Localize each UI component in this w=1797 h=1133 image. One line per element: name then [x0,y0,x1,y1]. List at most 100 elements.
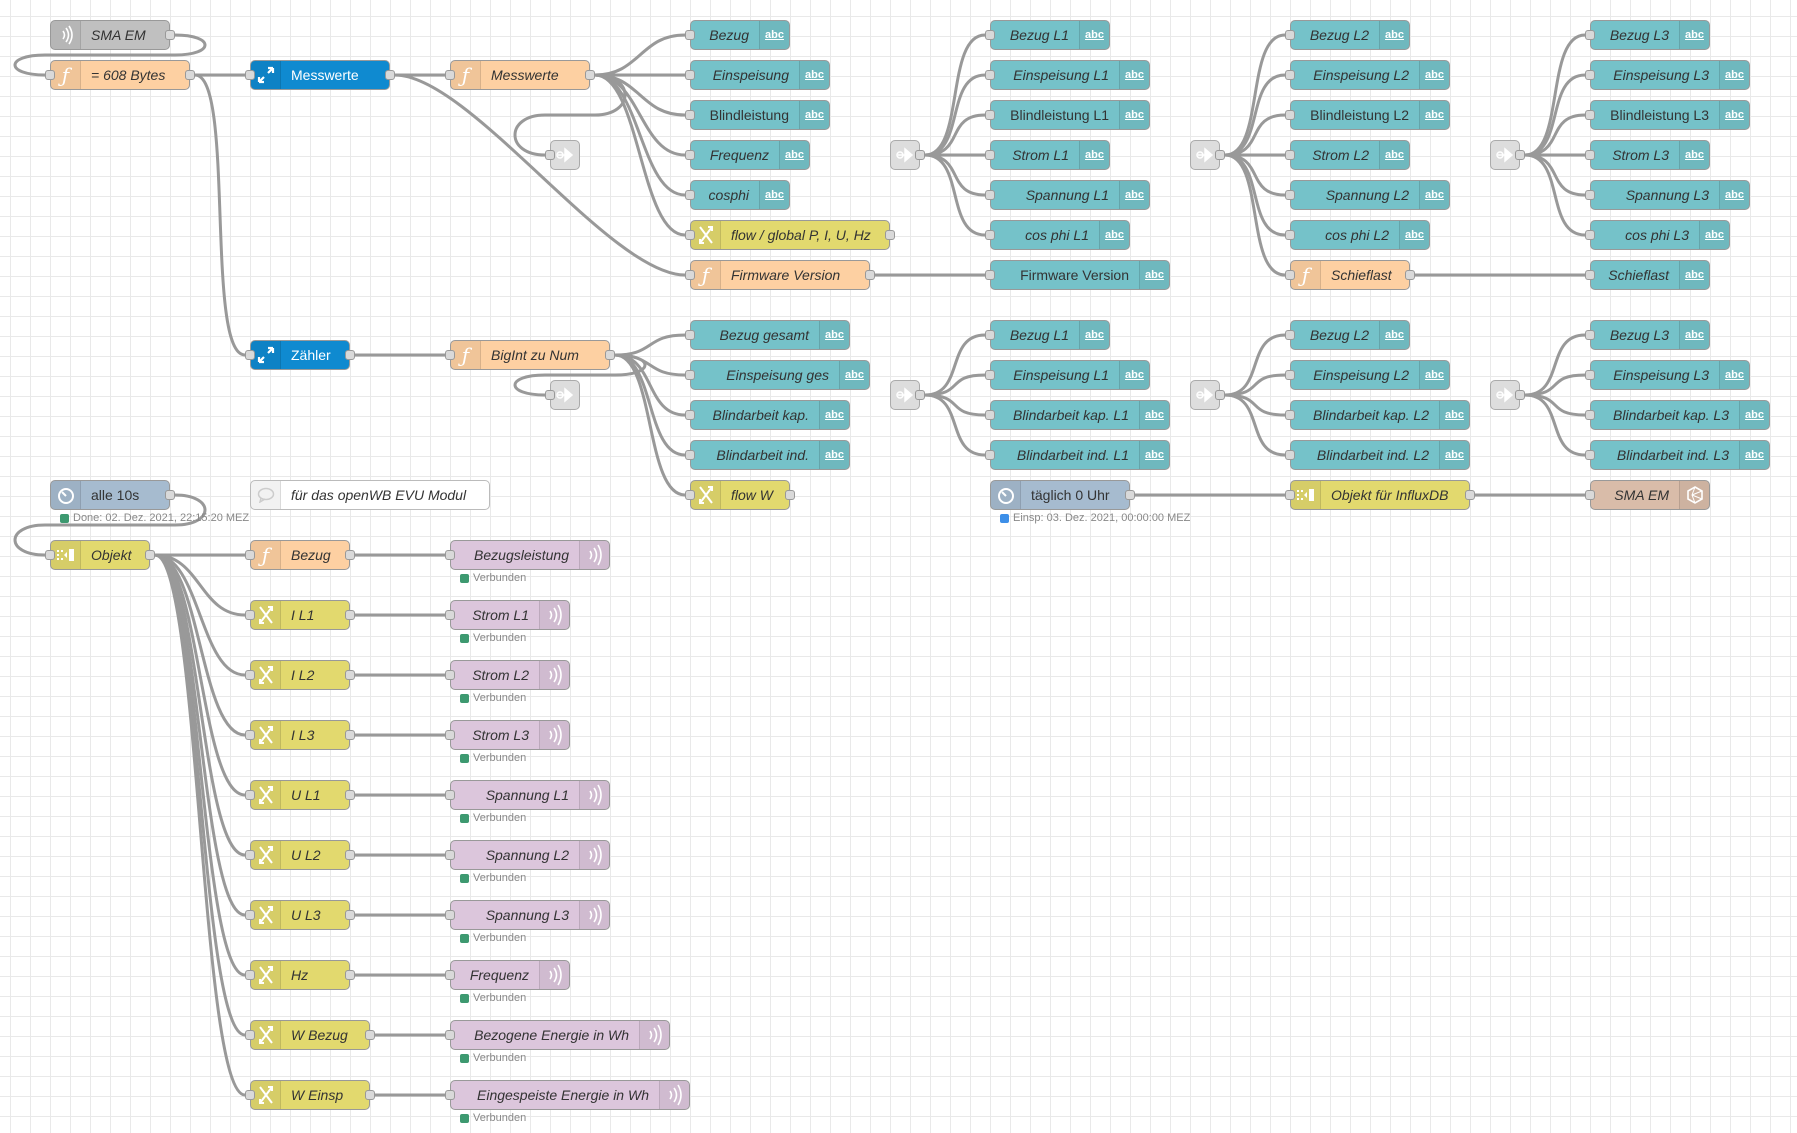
wire-joinObj-chUL3[interactable] [154,553,246,917]
input-port[interactable] [1285,110,1295,120]
output-port[interactable] [385,70,395,80]
node-change-chil3[interactable]: I L3 [245,720,355,750]
input-port[interactable] [685,410,695,420]
input-port[interactable] [245,1090,255,1100]
wire-fnMess-dBlind[interactable] [594,73,686,117]
wire-fnBigInt-dBlKap[interactable] [614,353,686,417]
debug-abc-icon[interactable]: abc [1699,221,1729,249]
debug-abc-icon[interactable]: abc [1719,361,1749,389]
debug-abc-icon[interactable]: abc [1419,61,1449,89]
node-inject-injdaily[interactable]: täglich 0 Uhr [990,480,1135,510]
debug-abc-icon[interactable]: abc [1419,181,1449,209]
wire-joinObj-chIL3[interactable] [154,553,246,737]
debug-abc-icon[interactable]: abc [1379,141,1409,169]
node-link-linkout1[interactable] [545,140,580,170]
debug-abc-icon[interactable]: abc [1139,401,1169,429]
input-port[interactable] [685,70,695,80]
debug-abc-icon[interactable]: abc [1439,401,1469,429]
wire-joinObj-chUL2[interactable] [154,553,246,857]
debug-abc-icon[interactable]: abc [759,181,789,209]
output-port[interactable] [585,70,595,80]
input-port[interactable] [245,730,255,740]
input-port[interactable] [445,790,455,800]
wire-lin5-dZEinL2[interactable] [1224,373,1286,397]
input-port[interactable] [685,490,695,500]
wire-lin1-dBezugL1[interactable] [924,33,986,157]
wire-fnMess-dBezug[interactable] [594,33,686,77]
wire-lin6-dZIndL3[interactable] [1524,393,1586,457]
input-port[interactable] [1585,270,1595,280]
input-port[interactable] [445,850,455,860]
wire-lin1-dEinspL1[interactable] [924,73,986,157]
node-change-chwbez[interactable]: W Bezug [245,1020,375,1050]
wire-lin4-dZKapL1[interactable] [924,393,986,417]
node-link-lin3[interactable] [1490,140,1525,170]
input-port[interactable] [1285,230,1295,240]
node-ws-ospl3[interactable]: Spannung L3 [445,900,610,930]
wire-lin2-dCosL2[interactable] [1224,153,1286,237]
output-port[interactable] [885,230,895,240]
debug-abc-icon[interactable]: abc [1679,261,1709,289]
wire-lin5-dZBezL2[interactable] [1224,333,1286,397]
input-port[interactable] [445,350,455,360]
node-link-lin6[interactable] [1490,380,1525,410]
wire-lin6-dZBezL3[interactable] [1524,333,1586,397]
input-port[interactable] [1585,150,1595,160]
debug-abc-icon[interactable]: abc [1139,441,1169,469]
wire-lin6-dZEinL3[interactable] [1524,373,1586,397]
output-port[interactable] [345,350,355,360]
debug-abc-icon[interactable]: abc [1379,21,1409,49]
output-port[interactable] [345,610,355,620]
wire-pMess-fnFw[interactable] [394,73,686,277]
node-change-chul2[interactable]: U L2 [245,840,355,870]
output-port[interactable] [345,790,355,800]
debug-abc-icon[interactable]: abc [819,321,849,349]
input-port[interactable] [1285,450,1295,460]
wire-joinObj-chWEin[interactable] [154,553,246,1097]
node-ws-owein[interactable]: Eingespeiste Energie in Wh [445,1080,690,1110]
input-port[interactable] [985,270,995,280]
node-parser-pzaehler[interactable]: Zähler [245,340,355,370]
output-port[interactable] [145,550,155,560]
input-port[interactable] [445,70,455,80]
input-port[interactable] [685,270,695,280]
input-port[interactable] [985,70,995,80]
node-ws-ostrl1[interactable]: Strom L1 [445,600,570,630]
debug-abc-icon[interactable]: abc [1119,361,1149,389]
debug-abc-icon[interactable]: abc [1379,321,1409,349]
input-port[interactable] [1585,70,1595,80]
wire-lin3-dBezugL3[interactable] [1524,33,1586,157]
debug-abc-icon[interactable]: abc [1079,141,1109,169]
input-port[interactable] [1285,30,1295,40]
input-port[interactable] [1585,110,1595,120]
wire-lin5-dZIndL2[interactable] [1224,393,1286,457]
input-port[interactable] [1285,370,1295,380]
wire-lin4-dZEinL1[interactable] [924,373,986,397]
input-port[interactable] [985,230,995,240]
wire-lin2-dBezugL2[interactable] [1224,33,1286,157]
input-port[interactable] [445,610,455,620]
debug-abc-icon[interactable]: abc [1079,21,1109,49]
input-port[interactable] [685,190,695,200]
input-port[interactable] [245,670,255,680]
output-port[interactable] [1125,490,1135,500]
wire-joinObj-chUL1[interactable] [154,553,246,797]
